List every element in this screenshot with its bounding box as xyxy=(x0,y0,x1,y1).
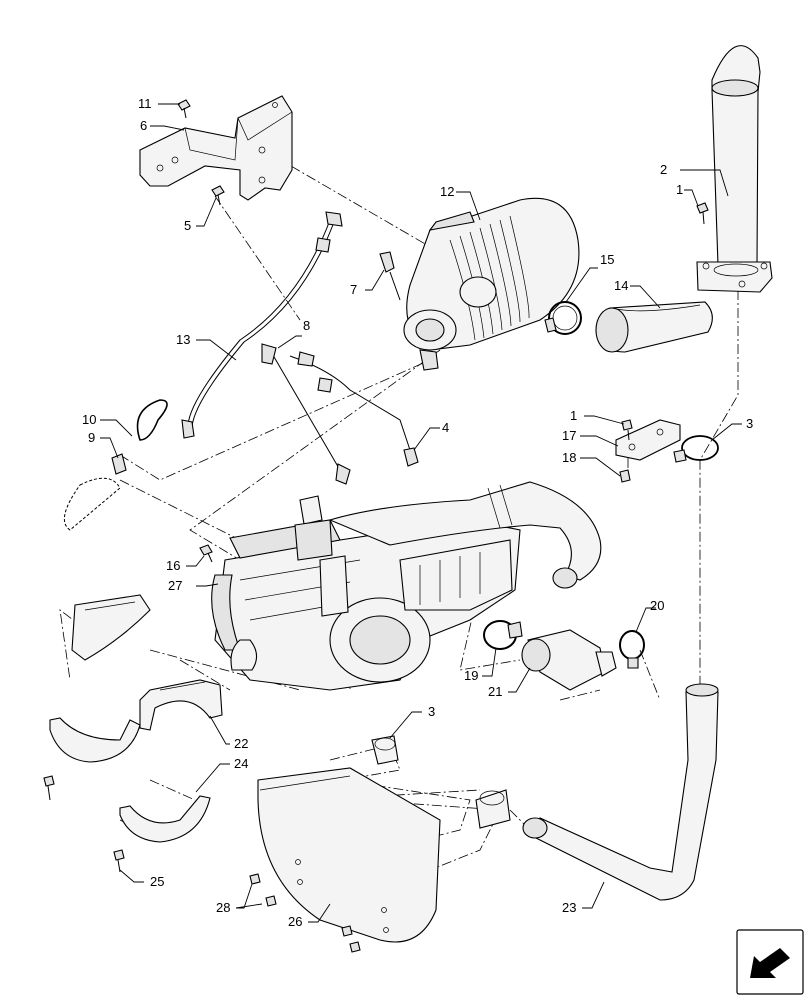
hose-clamp-15 xyxy=(544,301,582,335)
callout-10: 10 xyxy=(82,412,96,427)
callout-16: 16 xyxy=(166,558,180,573)
bolt-11 xyxy=(177,99,191,119)
callout-17: 17 xyxy=(562,428,576,443)
bolt-25 xyxy=(113,849,125,873)
wiring-harness-13 xyxy=(181,211,343,439)
callout-13: 13 xyxy=(176,332,190,347)
callout-25: 25 xyxy=(150,874,164,889)
callout-14: 14 xyxy=(614,278,628,293)
callout-9: 9 xyxy=(88,430,95,445)
leader-lines xyxy=(100,103,742,923)
callout-7: 7 xyxy=(350,282,357,297)
bolt-5 xyxy=(211,185,225,206)
callout-1-top: 1 xyxy=(676,182,683,197)
exhaust-pipe-upper xyxy=(328,481,602,589)
strap-24 xyxy=(119,795,211,843)
air-cleaner xyxy=(403,197,580,371)
callout-22: 22 xyxy=(234,736,248,751)
gasket-9 xyxy=(63,453,127,531)
callout-1-mid: 1 xyxy=(570,408,577,423)
callout-4: 4 xyxy=(442,420,449,435)
bracket-upper-left xyxy=(71,594,151,661)
callout-6: 6 xyxy=(140,118,147,133)
flex-pipe-21 xyxy=(521,629,617,691)
callout-28: 28 xyxy=(216,900,230,915)
bracket-17 xyxy=(615,419,681,461)
callout-2: 2 xyxy=(660,162,667,177)
bracket-22 xyxy=(139,679,223,731)
callout-12: 12 xyxy=(440,184,454,199)
sensor-harness-8 xyxy=(261,343,411,485)
callout-24: 24 xyxy=(234,756,248,771)
clamp-20 xyxy=(619,630,645,669)
callout-20: 20 xyxy=(650,598,664,613)
clamp-3-top xyxy=(673,435,719,463)
bolt-1-top xyxy=(696,202,709,225)
nuts-28 xyxy=(249,873,361,953)
callout-26: 26 xyxy=(288,914,302,929)
exhaust-stack xyxy=(696,45,773,293)
callout-18: 18 xyxy=(562,450,576,465)
callout-15: 15 xyxy=(600,252,614,267)
sensor-4 xyxy=(403,447,419,467)
nut-18 xyxy=(619,469,631,483)
clamp-lower-right xyxy=(475,789,511,829)
clamp-19 xyxy=(483,620,523,650)
tail-pipe-23 xyxy=(522,683,719,901)
strap-upper-left xyxy=(49,717,141,763)
callout-8: 8 xyxy=(303,318,310,333)
callout-23: 23 xyxy=(562,900,576,915)
callout-11: 11 xyxy=(138,96,152,111)
bolt-lower-left xyxy=(43,775,55,801)
callout-5: 5 xyxy=(184,218,191,233)
callout-21: 21 xyxy=(488,684,502,699)
hose-clamp-10 xyxy=(136,399,168,441)
sensor-7 xyxy=(379,251,401,301)
heat-shield-26 xyxy=(257,767,441,943)
callout-19: 19 xyxy=(464,668,478,683)
callout-3-lower: 3 xyxy=(428,704,435,719)
callout-labels: 11 6 5 12 7 8 13 10 9 4 15 14 2 1 1 17 1… xyxy=(82,96,753,929)
clamp-3-lower xyxy=(371,735,399,765)
callout-27: 27 xyxy=(168,578,182,593)
bolt-16 xyxy=(199,544,213,563)
callout-3-top: 3 xyxy=(746,416,753,431)
hose-14 xyxy=(595,301,713,353)
direction-arrow-icon[interactable] xyxy=(736,929,804,995)
bolt-1-mid xyxy=(621,419,633,441)
mounting-bracket xyxy=(139,95,293,201)
aftertreatment-assembly-27 xyxy=(211,495,521,691)
